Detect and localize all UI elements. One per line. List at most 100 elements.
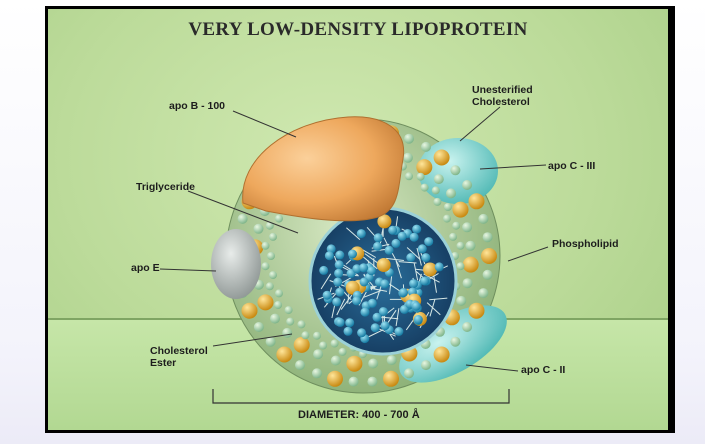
triglyceride-molecule xyxy=(394,327,403,336)
triglyceride-molecule xyxy=(388,226,397,235)
cholesterol-molecule xyxy=(403,153,413,163)
label-triglyceride: Triglyceride xyxy=(136,181,195,193)
cholesterol-molecule xyxy=(319,342,327,350)
triglyceride-molecule xyxy=(409,279,418,288)
triglyceride-molecule xyxy=(357,229,366,238)
cholesterol-molecule xyxy=(267,252,275,260)
cholesterol-molecule xyxy=(301,331,309,339)
triglyceride-molecule xyxy=(332,297,341,306)
triglyceride-molecule xyxy=(435,262,444,271)
triglyceride-molecule xyxy=(412,225,421,234)
phospholipid-head xyxy=(383,371,399,387)
cholesterol-ester-molecule xyxy=(423,263,437,277)
triglyceride-molecule xyxy=(325,251,334,260)
cholesterol-molecule xyxy=(478,288,488,298)
phospholipid-head xyxy=(242,303,258,319)
cholesterol-molecule xyxy=(349,377,359,387)
cholesterol-molecule xyxy=(421,360,431,370)
cholesterol-molecule xyxy=(367,377,377,387)
label-apo-c2: apo C - II xyxy=(521,364,565,376)
label-cholesterol-ester-line2: Ester xyxy=(150,357,176,369)
triglyceride-molecule xyxy=(399,288,408,297)
cholesterol-molecule xyxy=(450,337,460,347)
cholesterol-molecule xyxy=(286,318,294,326)
cholesterol-molecule xyxy=(266,282,274,290)
triglyceride-molecule xyxy=(398,232,407,241)
label-cholesterol-ester-line1: Cholesterol xyxy=(150,345,208,357)
apo-e-leader xyxy=(160,269,216,271)
cholesterol-molecule xyxy=(254,322,264,332)
triglyceride-molecule xyxy=(414,315,423,324)
triglyceride-molecule xyxy=(335,260,344,269)
cholesterol-molecule xyxy=(450,165,460,175)
unesterified-cholesterol-leader xyxy=(460,107,500,141)
cholesterol-molecule xyxy=(274,301,282,309)
phospholipid-head xyxy=(434,347,450,363)
triglyceride-molecule xyxy=(360,278,369,287)
label-unesterified-cholesterol-line1: Unesterified xyxy=(472,84,533,96)
cholesterol-molecule xyxy=(269,271,277,279)
triglyceride-molecule xyxy=(418,244,427,253)
phospholipid-head xyxy=(453,202,469,218)
apo-e-protein xyxy=(211,229,261,299)
triglyceride-molecule xyxy=(368,299,377,308)
triglyceride-molecule xyxy=(412,302,421,311)
triglyceride-molecule xyxy=(381,321,390,330)
phospholipid-leader xyxy=(508,247,548,261)
cholesterol-molecule xyxy=(238,214,248,224)
phospholipid-head xyxy=(294,337,310,353)
cholesterol-molecule xyxy=(483,232,493,242)
triglyceride-molecule xyxy=(319,266,328,275)
triglyceride-molecule xyxy=(361,308,370,317)
triglyceride-molecule xyxy=(336,318,345,327)
triglyceride-molecule xyxy=(352,296,361,305)
triglyceride-molecule xyxy=(344,327,353,336)
phospholipid-head xyxy=(469,303,485,319)
cholesterol-molecule xyxy=(331,356,341,366)
vldl-diagram xyxy=(48,9,668,430)
phospholipid-head xyxy=(469,193,485,209)
phospholipid-head xyxy=(346,356,362,372)
triglyceride-molecule xyxy=(371,323,380,332)
cholesterol-molecule xyxy=(270,314,280,324)
cholesterol-molecule xyxy=(457,242,465,250)
triglyceride-molecule xyxy=(385,246,394,255)
label-apo-c3: apo C - III xyxy=(548,160,595,172)
cholesterol-molecule xyxy=(444,203,452,211)
cholesterol-molecule xyxy=(387,355,397,365)
triglyceride-molecule xyxy=(333,278,342,287)
cholesterol-molecule xyxy=(434,174,444,184)
cholesterol-molecule xyxy=(457,262,465,270)
cholesterol-molecule xyxy=(275,215,283,223)
cholesterol-molecule xyxy=(331,340,339,348)
phospholipid-head xyxy=(481,248,497,264)
cholesterol-molecule xyxy=(466,241,476,251)
triglyceride-molecule xyxy=(380,279,389,288)
label-unesterified-cholesterol-line2: Cholesterol xyxy=(472,96,530,108)
cholesterol-molecule xyxy=(269,233,277,241)
cholesterol-molecule xyxy=(262,242,270,250)
cholesterol-molecule xyxy=(297,320,305,328)
cholesterol-molecule xyxy=(456,296,466,306)
label-phospholipid: Phospholipid xyxy=(552,238,619,250)
triglyceride-molecule xyxy=(335,251,344,260)
cholesterol-molecule xyxy=(282,328,292,338)
triglyceride-molecule xyxy=(421,253,430,262)
cholesterol-molecule xyxy=(368,359,378,369)
cholesterol-molecule xyxy=(285,306,293,314)
phospholipid-head xyxy=(258,294,274,310)
cholesterol-molecule xyxy=(404,134,414,144)
cholesterol-molecule xyxy=(339,348,347,356)
cholesterol-molecule xyxy=(462,322,472,332)
triglyceride-molecule xyxy=(424,237,433,246)
triglyceride-molecule xyxy=(359,263,368,272)
figure-plate: VERY LOW-DENSITY LIPOPROTEIN apo B - 100… xyxy=(48,9,668,430)
cholesterol-molecule xyxy=(275,289,283,297)
cholesterol-molecule xyxy=(421,142,431,152)
apo-b100-leader xyxy=(233,111,296,137)
triglyceride-molecule xyxy=(374,233,383,242)
label-apo-b100: apo B - 100 xyxy=(169,100,225,112)
cholesterol-molecule xyxy=(262,262,270,270)
cholesterol-molecule xyxy=(405,172,413,180)
label-apo-e: apo E xyxy=(131,262,160,274)
